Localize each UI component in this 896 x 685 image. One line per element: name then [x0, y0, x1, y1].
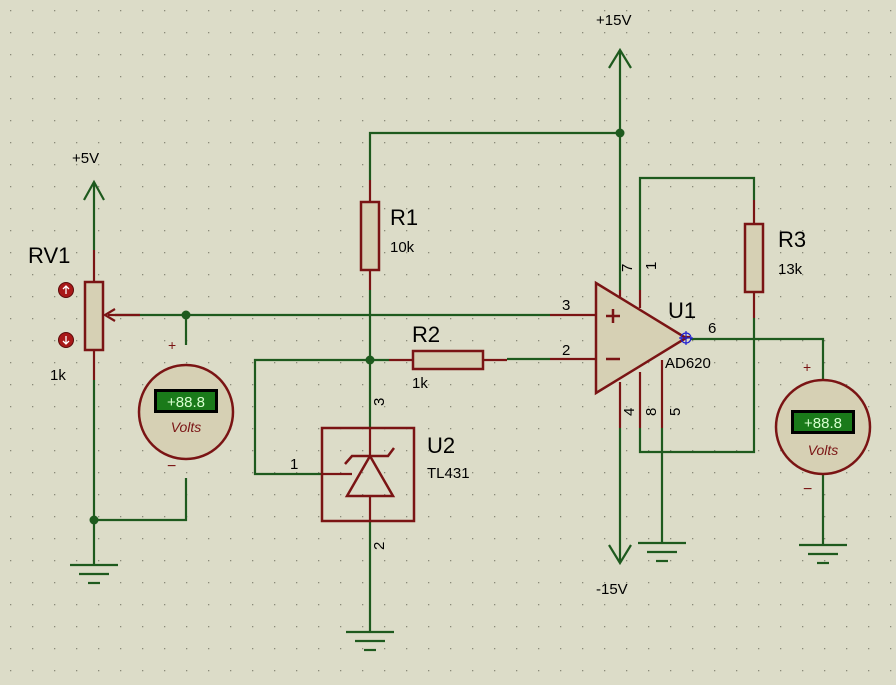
u1-pin1-label: 1	[643, 262, 660, 270]
voltmeter-1-minus: −	[167, 458, 176, 475]
voltmeter-1-display: +88.8	[167, 394, 205, 411]
u2-value-label: TL431	[427, 465, 470, 482]
rv1-decrement-button[interactable]	[58, 332, 74, 348]
rv1-potentiometer[interactable]	[83, 250, 140, 380]
junctions	[89, 128, 625, 525]
ground-u1-icon[interactable]	[638, 541, 686, 563]
plus15-power-icon[interactable]	[608, 47, 632, 69]
u1-pin2-label: 2	[562, 342, 570, 359]
u2-pin2-label: 2	[371, 542, 388, 550]
u1-instrumentation-amplifier[interactable]	[550, 280, 693, 428]
u2-ref-label: U2	[427, 433, 455, 458]
ground-rv1-icon[interactable]	[70, 563, 118, 585]
u2-pin1-label: 1	[290, 456, 298, 473]
u1-pin7-label: 7	[619, 264, 636, 272]
minus15-power-icon[interactable]	[608, 544, 632, 566]
u1-output-probe-icon	[679, 331, 693, 345]
voltmeter-1-unit: Volts	[171, 419, 202, 435]
r3-resistor[interactable]	[743, 200, 765, 318]
voltmeter-2-unit: Volts	[808, 442, 839, 458]
r3-ref-label: R3	[778, 227, 806, 252]
u1-pin6-label: 6	[708, 320, 716, 337]
u1-value-label: AD620	[665, 355, 711, 372]
voltmeter-2[interactable]	[774, 378, 872, 476]
u1-pin3-label: 3	[562, 297, 570, 314]
u2-shunt-regulator[interactable]	[320, 426, 416, 523]
r1-resistor[interactable]	[359, 180, 381, 290]
r2-value-label: 1k	[412, 375, 428, 392]
rv1-value-label: 1k	[50, 367, 66, 384]
u1-pin5-label: 5	[667, 408, 684, 416]
u1-ref-label: U1	[668, 298, 696, 323]
u1-pin4-label: 4	[621, 408, 638, 416]
rv1-increment-button[interactable]	[58, 282, 74, 298]
plus5-power-icon[interactable]	[83, 179, 105, 201]
voltmeter-2-minus: −	[803, 481, 812, 498]
u2-pin3-label: 3	[371, 398, 388, 406]
r1-ref-label: R1	[390, 205, 418, 230]
ground-vm2-icon[interactable]	[799, 543, 847, 565]
voltmeter-1-plus: +	[168, 337, 176, 353]
rv1-ref-label: RV1	[28, 243, 70, 268]
u1-pin8-label: 8	[643, 408, 660, 416]
voltmeter-2-plus: +	[803, 359, 811, 375]
r1-value-label: 10k	[390, 239, 415, 256]
voltmeter-1[interactable]	[137, 363, 235, 461]
plus5-label: +5V	[72, 150, 99, 167]
r2-ref-label: R2	[412, 322, 440, 347]
r2-resistor[interactable]	[389, 349, 507, 371]
ground-u2-icon[interactable]	[346, 630, 394, 652]
voltmeter-2-display: +88.8	[804, 415, 842, 432]
minus15-label: -15V	[596, 581, 628, 598]
plus15-label: +15V	[596, 12, 631, 29]
r3-value-label: 13k	[778, 261, 803, 278]
